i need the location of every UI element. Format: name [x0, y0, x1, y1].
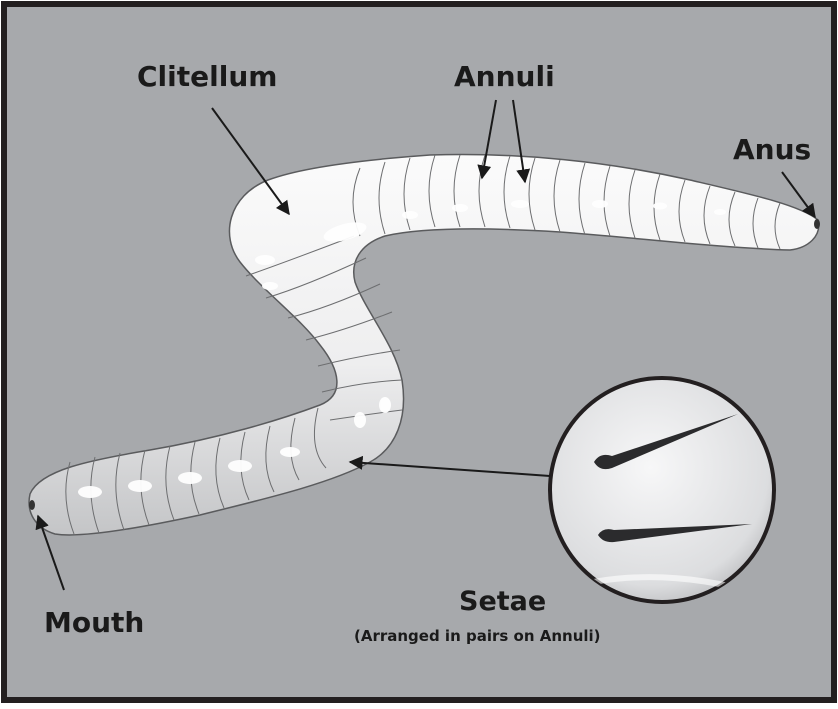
- background-panel: [4, 4, 834, 700]
- label-mouth: Mouth: [44, 606, 144, 639]
- label-anus: Anus: [733, 133, 811, 166]
- mouth-opening: [29, 500, 35, 510]
- label-clitellum: Clitellum: [137, 60, 277, 93]
- label-setae-note: (Arranged in pairs on Annuli): [354, 627, 601, 645]
- label-annuli: Annuli: [454, 60, 555, 93]
- anus-opening: [814, 219, 820, 229]
- label-setae: Setae: [459, 586, 546, 617]
